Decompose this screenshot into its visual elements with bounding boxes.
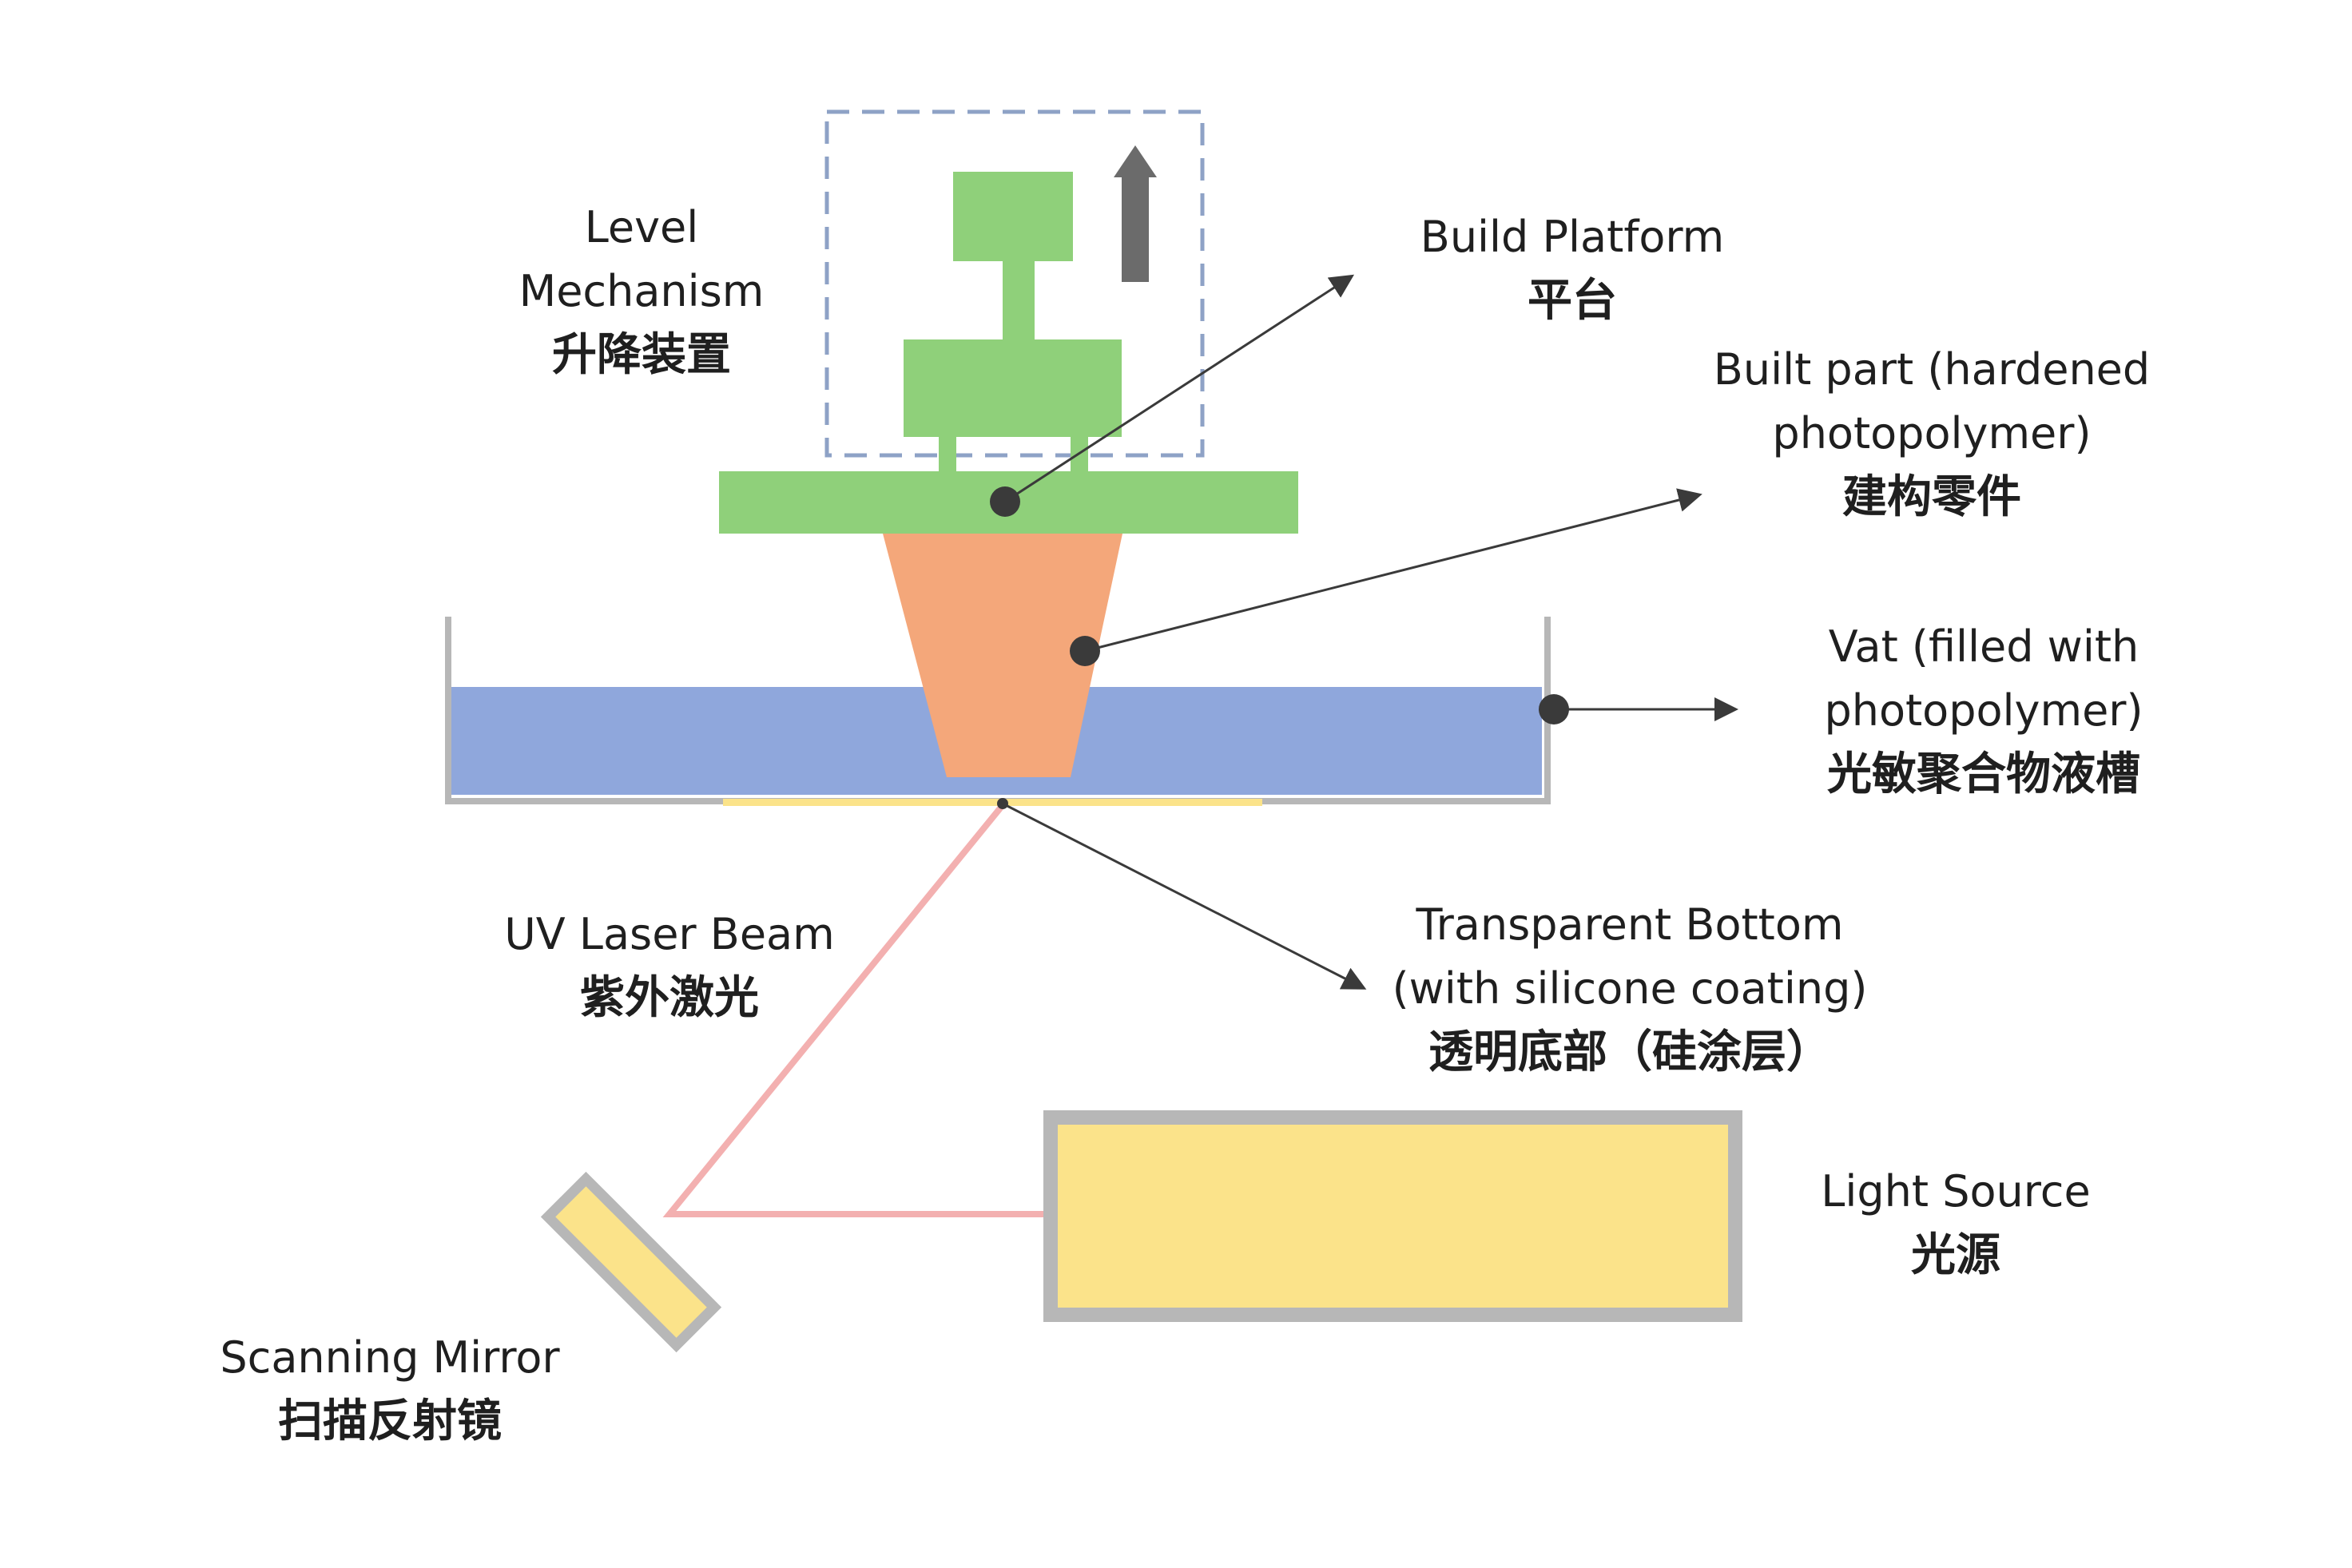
label-built-part-zh: 建构零件 [1841, 471, 2021, 523]
level-mechanism [904, 172, 1122, 473]
label-built-part-en-2: photopolymer) [1772, 408, 2092, 458]
label-transparent-bottom-en-2: (with silicone coating) [1392, 963, 1868, 1014]
up-arrow-icon [1114, 145, 1157, 282]
label-uv-laser-beam-zh: 紫外激光 [580, 972, 759, 1024]
label-light-source-zh: 光源 [1911, 1229, 2000, 1281]
label-build-platform-zh: 平台 [1527, 275, 1617, 327]
label-level-mechanism-en-1: Level [584, 202, 699, 252]
uv-laser-beam [662, 803, 1047, 1217]
label-light-source-en: Light Source [1821, 1166, 2091, 1217]
label-level-mechanism-en-2: Mechanism [518, 266, 765, 316]
light-source [1043, 1110, 1742, 1322]
label-uv-laser-beam: UV Laser Beam 紫外激光 [504, 903, 835, 1030]
label-uv-laser-beam-en: UV Laser Beam [504, 909, 835, 959]
label-built-part: Built part (hardened photopolymer) 建构零件 [1714, 338, 2150, 530]
label-level-mechanism-zh: 升降装置 [551, 329, 731, 381]
label-vat-en-1: Vat (filled with [1828, 621, 2139, 672]
scanning-mirror [540, 1171, 722, 1353]
pointer-vat [1539, 694, 1738, 724]
label-vat-zh: 光敏聚合物液槽 [1827, 748, 2140, 800]
built-part [883, 534, 1122, 777]
transparent-bottom [723, 799, 1262, 806]
label-scanning-mirror-en: Scanning Mirror [220, 1332, 560, 1383]
label-vat: Vat (filled with photopolymer) 光敏聚合物液槽 [1824, 615, 2143, 807]
label-build-platform-en: Build Platform [1420, 212, 1725, 262]
label-transparent-bottom-en-1: Transparent Bottom [1416, 899, 1844, 950]
label-scanning-mirror-zh: 扫描反射镜 [278, 1395, 502, 1447]
pointer-transparent-bottom [997, 798, 1367, 990]
label-scanning-mirror: Scanning Mirror 扫描反射镜 [220, 1326, 559, 1454]
level-mechanism-frame [824, 109, 1205, 458]
pointer-built-part [1070, 488, 1702, 666]
label-light-source: Light Source 光源 [1821, 1160, 2090, 1288]
label-level-mechanism: Level Mechanism 升降装置 [519, 196, 765, 387]
label-vat-en-2: photopolymer) [1824, 685, 2143, 736]
label-built-part-en-1: Built part (hardened [1713, 344, 2151, 395]
label-transparent-bottom: Transparent Bottom (with silicone coatin… [1393, 893, 1868, 1085]
label-transparent-bottom-zh: 透明底部（硅涂层） [1428, 1026, 1831, 1078]
label-build-platform: Build Platform 平台 [1420, 205, 1724, 333]
pointer-build-platform [990, 274, 1355, 517]
